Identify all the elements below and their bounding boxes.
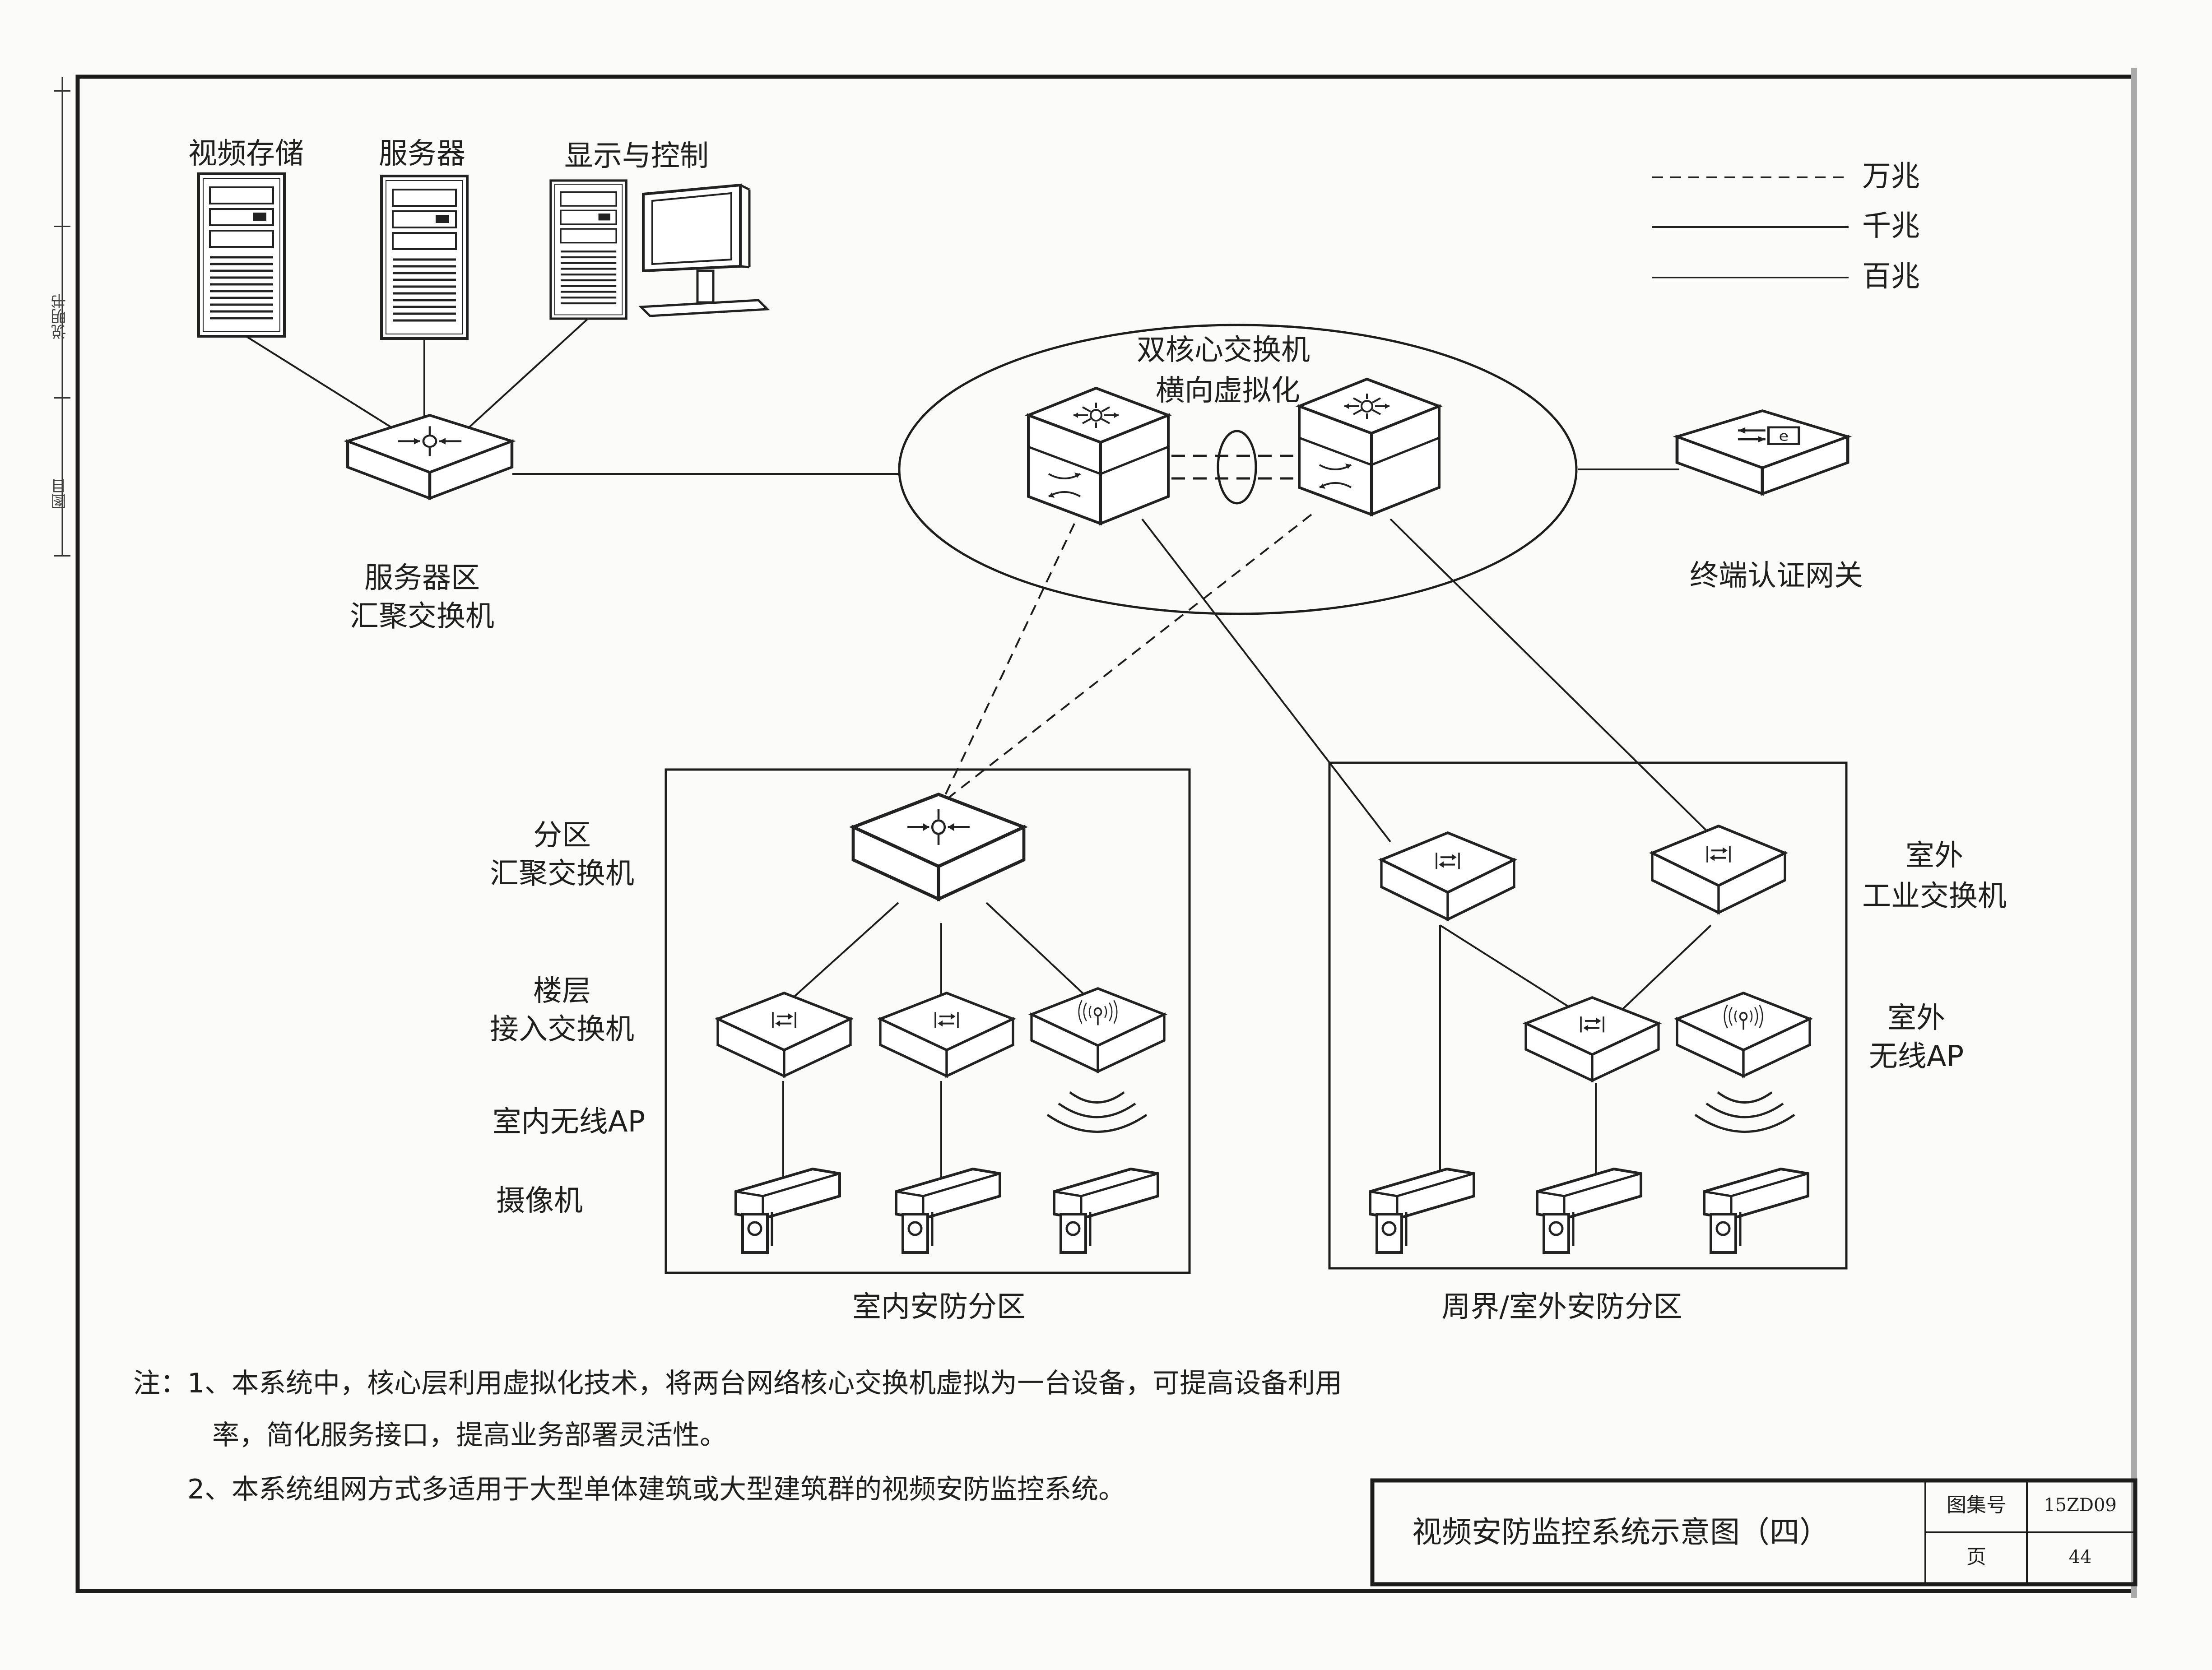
server-area-switch-label-2: 汇聚交换机 (350, 600, 494, 633)
title-block (1370, 1478, 2138, 1586)
outdoor-industrial-switch-2-icon (1652, 826, 1785, 913)
atlas-number-value: 15ZD09 (2044, 1495, 2117, 1516)
svg-text:e: e (1779, 428, 1789, 444)
floor-switch-label-2: 接入交换机 (490, 1013, 634, 1046)
indoor-camera-1-icon (736, 1169, 840, 1252)
legend-label-1g: 千兆 (1862, 209, 1920, 243)
indoor-agg-label-2: 汇聚交换机 (490, 857, 634, 891)
indoor-agg-label-1: 分区 (533, 819, 591, 852)
display-control-server-icon (551, 181, 626, 319)
core-title-2: 横向虚拟化 (1156, 374, 1300, 408)
outdoor-access-switch-icon (1526, 997, 1659, 1081)
legend-label-10g: 万兆 (1862, 160, 1920, 193)
core-switch-1-icon (1028, 388, 1168, 524)
note-line-3: 2、本系统组网方式多适用于大型单体建筑或大型建筑群的视频安防监控系统。 (187, 1474, 1126, 1505)
indoor-wireless-waves-icon (1047, 1092, 1147, 1132)
core-title-1: 双核心交换机 (1137, 334, 1310, 367)
core-switch-2-icon (1299, 379, 1439, 515)
page-value: 44 (2068, 1547, 2092, 1568)
monitor-icon (638, 183, 770, 317)
outdoor-switch-label-2: 工业交换机 (1862, 880, 2007, 913)
indoor-aggregation-switch-icon (853, 794, 1024, 899)
virtualization-ring (1217, 430, 1257, 505)
indoor-camera-2-icon (896, 1169, 1000, 1252)
indoor-zone-box (665, 768, 1191, 1274)
indoor-wireless-ap-icon (1032, 988, 1164, 1072)
outdoor-ap-label-1: 室外 (1887, 1002, 1945, 1035)
server-label: 服务器 (379, 137, 465, 171)
outdoor-zone-title: 周界/室外安防分区 (1441, 1290, 1682, 1324)
camera-label: 摄像机 (496, 1184, 583, 1218)
outdoor-camera-2-icon (1537, 1169, 1641, 1252)
server-area-switch-label-1: 服务器区 (364, 561, 480, 595)
outdoor-industrial-switch-1-icon (1381, 833, 1514, 919)
side-margin-text-1: 说明书 (51, 293, 69, 339)
page-label: 页 (1966, 1545, 1986, 1568)
floor-access-switch-2-icon (880, 993, 1013, 1076)
side-margin-text-2: 图目 (51, 478, 69, 509)
outdoor-zone-box (1328, 761, 1848, 1270)
core-virtualization-group (898, 324, 1578, 615)
indoor-ap-label: 室内无线AP (492, 1105, 646, 1139)
outdoor-switch-label-1: 室外 (1905, 839, 1963, 872)
indoor-zone-title: 室内安防分区 (852, 1290, 1026, 1324)
outdoor-camera-1-icon (1370, 1169, 1474, 1252)
floor-access-switch-1-icon (718, 993, 850, 1076)
indoor-camera-3-icon (1054, 1169, 1158, 1252)
note-line-2: 率，简化服务接口，提高业务部署灵活性。 (212, 1420, 727, 1451)
side-margin (54, 77, 70, 557)
display-control-label: 显示与控制 (564, 139, 709, 173)
outdoor-wireless-waves-icon (1695, 1092, 1794, 1132)
video-storage-label: 视频存储 (188, 137, 304, 171)
outdoor-camera-3-icon (1704, 1169, 1808, 1252)
video-storage-icon (199, 174, 284, 336)
outdoor-ap-label-2: 无线AP (1868, 1040, 1964, 1073)
legend (1652, 176, 1849, 278)
terminal-auth-gateway-icon: e (1677, 411, 1848, 494)
outdoor-wireless-ap-icon (1677, 993, 1810, 1076)
note-line-1: 注：1、本系统中，核心层利用虚拟化技术，将两台网络核心交换机虚拟为一台设备，可提… (133, 1368, 1343, 1399)
floor-switch-label-1: 楼层 (533, 974, 591, 1008)
connections (245, 311, 1712, 1183)
legend-label-100m: 百兆 (1862, 260, 1920, 293)
gateway-label: 终端认证网关 (1690, 559, 1863, 593)
drawing-title: 视频安防监控系统示意图（四） (1412, 1515, 1829, 1549)
server-icon (381, 176, 467, 339)
server-area-aggregation-switch-icon (348, 415, 512, 498)
atlas-number-label: 图集号 (1947, 1494, 2006, 1517)
